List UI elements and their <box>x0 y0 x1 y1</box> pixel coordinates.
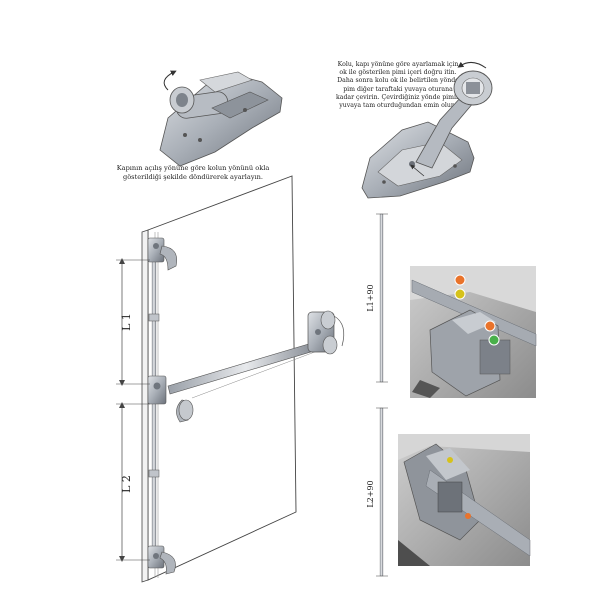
rotate-arrow-icon <box>457 61 487 69</box>
dimension-lines-door: L 1 L 2 <box>116 258 150 562</box>
rotate-arrow-icon <box>163 70 177 91</box>
note-line: Kapının açılış yönüne göre kolun yönünü … <box>116 164 270 172</box>
push-arrow-icon <box>410 164 425 177</box>
detail-photo-bottom <box>398 434 531 566</box>
note-line: ok ile gösterilen pimi içeri doğru itin. <box>339 69 457 77</box>
top-latch <box>147 237 177 271</box>
bracket-illustration-left <box>159 70 283 167</box>
note-line: Daha sonra kolu ok ile belirtilen yönde <box>337 77 459 85</box>
bracket-illustration-right <box>361 61 493 199</box>
instruction-note-pin: Kolu, kapı yönüne göre ayarlamak için ok… <box>318 61 478 110</box>
loose-rods: L1+90 L2+90 <box>366 213 388 577</box>
rod-label-bottom: L2+90 <box>366 480 375 507</box>
yellow-marker-icon <box>447 457 453 463</box>
orange-marker-icon <box>454 274 466 286</box>
note-line: pim diğer taraftaki yuvaya oturana <box>343 85 453 93</box>
push-bar <box>167 310 345 399</box>
dimension-label-l1: L 1 <box>120 313 133 331</box>
yellow-marker-icon <box>454 288 466 300</box>
note-line: kadar çevirin. Çevirdiğiniz yönde pimin <box>336 93 460 101</box>
dimension-label-l2: L 2 <box>120 475 133 493</box>
orange-marker-icon <box>484 320 496 332</box>
note-line: yuvaya tam oturduğundan emin olun. <box>339 102 457 110</box>
detail-photo-top <box>410 266 537 398</box>
bottom-latch <box>147 545 176 575</box>
green-marker-icon <box>488 334 500 346</box>
note-line: gösterildiği şekilde döndürerek ayarlayı… <box>122 172 264 181</box>
instruction-note-direction: Kapının açılış yönüne göre kolun yönünü … <box>108 164 278 181</box>
orange-marker-icon <box>465 513 471 519</box>
note-line: Kolu, kapı yönüne göre ayarlamak için <box>337 61 459 68</box>
rod-label-top: L1+90 <box>366 284 375 311</box>
middle-latch <box>147 375 194 423</box>
